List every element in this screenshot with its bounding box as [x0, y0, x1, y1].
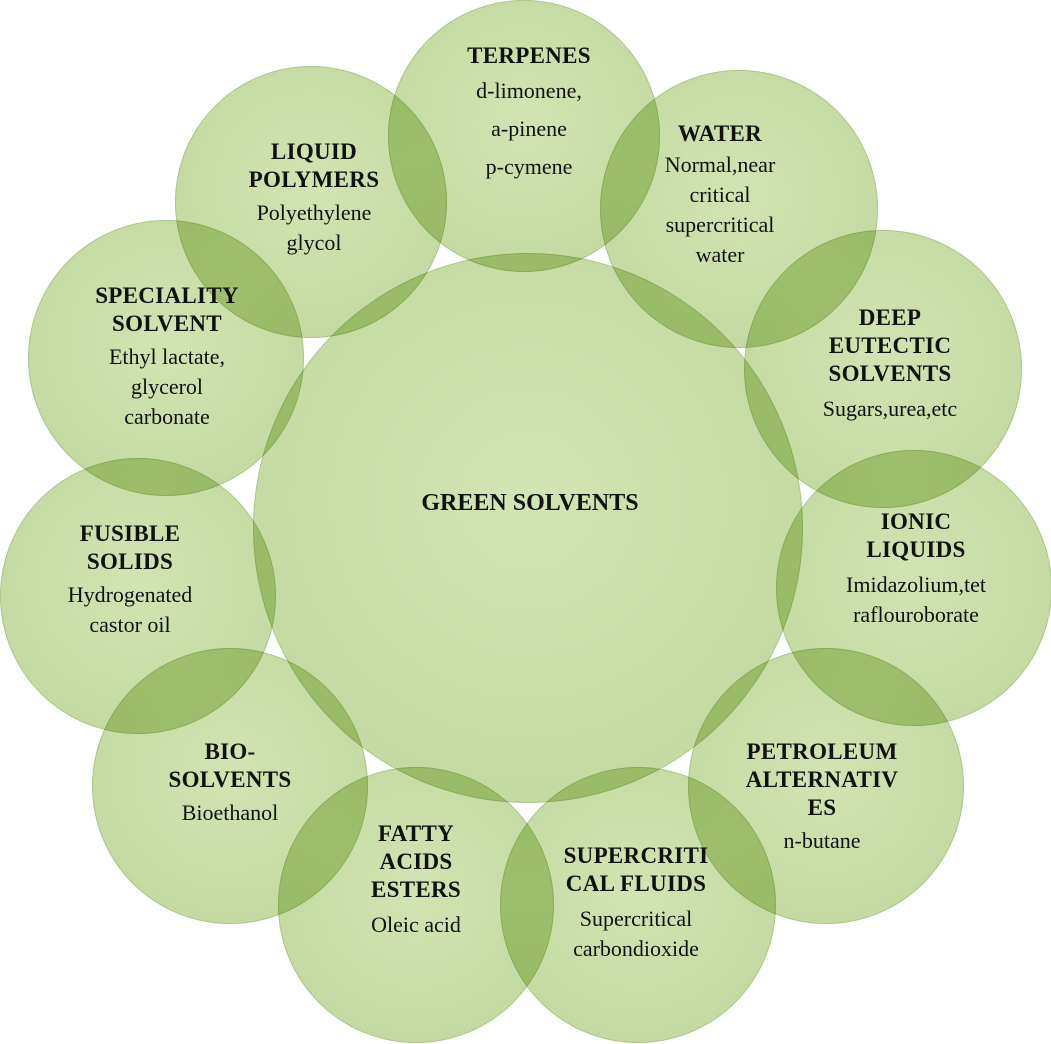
- node-title: FUSIBLE SOLIDS: [79, 521, 181, 574]
- node-petroleum-alternatives: PETROLEUM ALTERNATIV ES n-butane: [722, 738, 922, 856]
- node-title: SPECIALITY SOLVENT: [95, 283, 239, 336]
- node-terpenes: TERPENES d-limonene, a-pinene p-cymene: [424, 42, 634, 186]
- node-title: LIQUID POLYMERS: [248, 139, 380, 192]
- node-title: TERPENES: [467, 43, 591, 68]
- node-title: BIO- SOLVENTS: [168, 739, 292, 792]
- node-description: Normal,near critical supercritical water: [664, 152, 776, 267]
- node-bio-solvents: BIO- SOLVENTS Bioethanol: [130, 738, 330, 828]
- node-liquid-polymers: LIQUID POLYMERS Polyethylene glycol: [214, 138, 414, 258]
- circle-petroleum-alternatives: [688, 648, 964, 924]
- node-description: Hydrogenated castor oil: [67, 582, 193, 637]
- node-speciality-solvent: SPECIALITY SOLVENT Ethyl lactate, glycer…: [62, 282, 272, 432]
- node-description: Imidazolium,tet raflouroborate: [846, 572, 986, 627]
- center-title: GREEN SOLVENTS: [421, 490, 639, 516]
- node-supercritical-fluids: SUPERCRITI CAL FLUIDS Supercritical carb…: [536, 842, 736, 964]
- node-deep-eutectic-solvents: DEEP EUTECTIC SOLVENTS Sugars,urea,etc: [790, 304, 990, 424]
- node-title: IONIC LIQUIDS: [866, 509, 966, 562]
- node-description: Ethyl lactate, glycerol carbonate: [108, 344, 226, 429]
- node-ionic-liquids: IONIC LIQUIDS Imidazolium,tet raflourobo…: [806, 508, 1026, 630]
- node-title: FATTY ACIDS ESTERS: [370, 821, 461, 902]
- node-water: WATER Normal,near critical supercritical…: [620, 120, 820, 270]
- node-title: SUPERCRITI CAL FLUIDS: [563, 843, 709, 896]
- node-description: Sugars,urea,etc: [822, 396, 958, 421]
- node-description: Bioethanol: [181, 800, 279, 825]
- circle-liquid-polymers: [175, 66, 447, 338]
- circle-fusible-solids: [0, 458, 276, 734]
- node-fusible-solids: FUSIBLE SOLIDS Hydrogenated castor oil: [30, 520, 230, 640]
- node-description: Supercritical carbondioxide: [573, 906, 699, 961]
- node-description: Polyethylene glycol: [256, 200, 372, 255]
- node-fatty-acids-esters: FATTY ACIDS ESTERS Oleic acid: [316, 820, 516, 940]
- node-title: DEEP EUTECTIC SOLVENTS: [828, 305, 952, 386]
- node-title: PETROLEUM ALTERNATIV ES: [745, 739, 899, 820]
- node-description: Oleic acid: [371, 912, 461, 937]
- node-description: d-limonene, a-pinene p-cymene: [476, 78, 582, 179]
- node-description: n-butane: [783, 828, 861, 853]
- node-title: WATER: [677, 121, 763, 146]
